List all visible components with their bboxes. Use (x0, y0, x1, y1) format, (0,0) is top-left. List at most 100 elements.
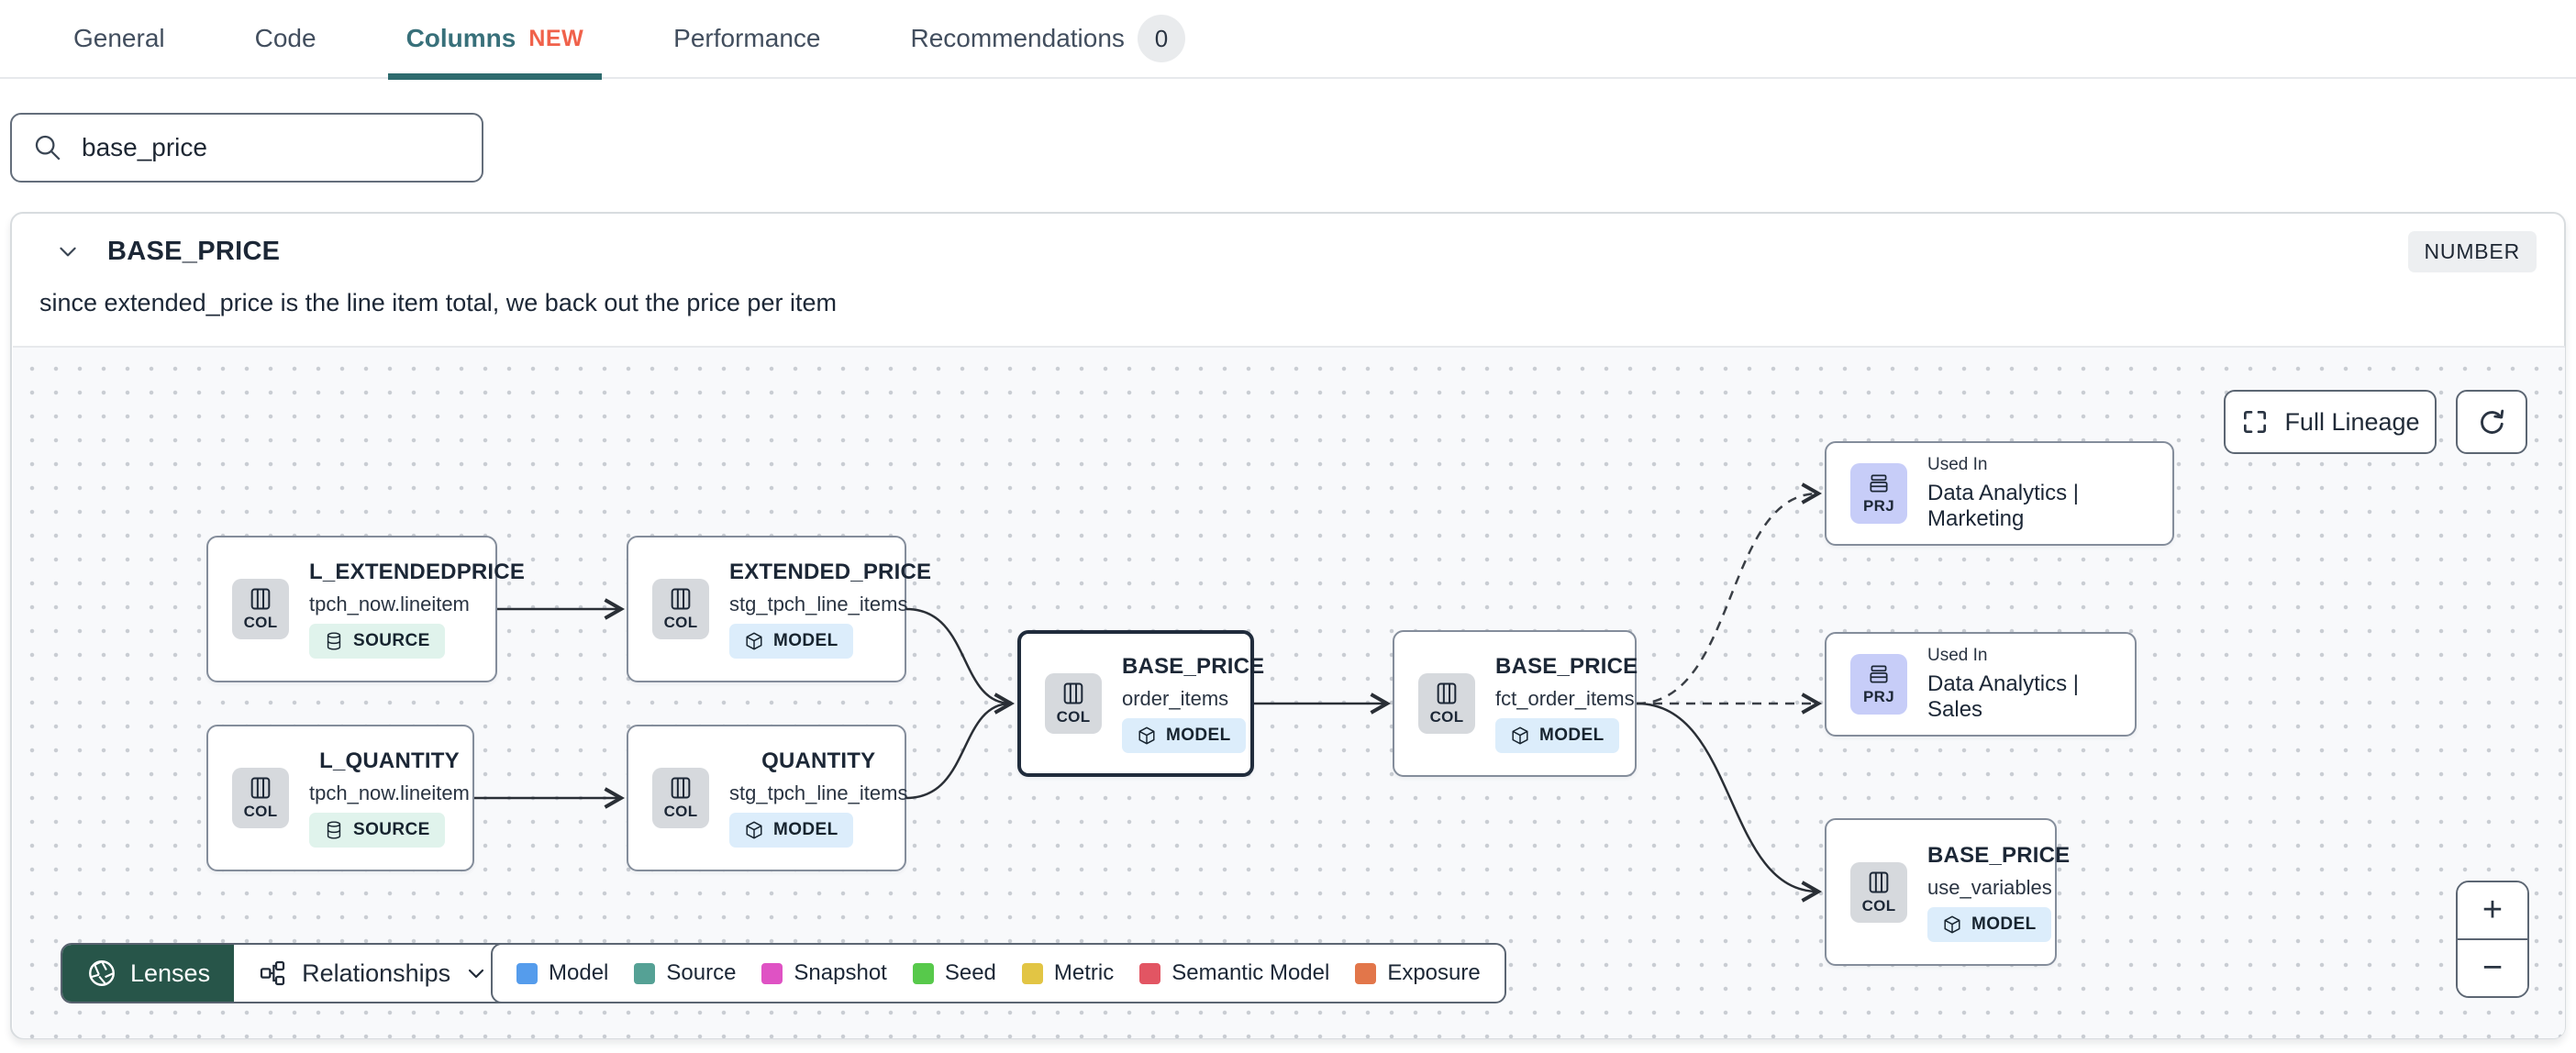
legend-label: Metric (1053, 960, 1115, 985)
node-title: L_QUANTITY (319, 748, 460, 773)
legend-item-seed: Seed (912, 960, 996, 986)
snapshot-swatch (761, 962, 783, 984)
legend-item-exposure: Exposure (1355, 960, 1481, 986)
column-chip: COL (1045, 673, 1102, 734)
exposure-swatch (1355, 962, 1377, 984)
badge-label: SOURCE (353, 631, 430, 650)
legend-item-source: Source (634, 960, 736, 986)
lineage-edges (474, 482, 1823, 903)
archive-icon (1870, 474, 1888, 493)
zoom-in-button[interactable]: + (2458, 882, 2527, 940)
node-subtitle: order_items (1122, 687, 1229, 710)
refresh-button[interactable] (2456, 390, 2527, 454)
relationships-label: Relationships (302, 959, 451, 987)
cube-icon (1138, 726, 1155, 745)
node-type-legend: Model Source Snapshot Seed Metric Semant… (491, 943, 1506, 1003)
column-type-badge: NUMBER (2407, 230, 2537, 272)
lineage-node-exposure-marketing[interactable]: PRJ Used In Data Analytics | Marketing (1825, 441, 2174, 546)
full-lineage-label: Full Lineage (2284, 407, 2420, 436)
chip-label: PRJ (1863, 497, 1894, 515)
tab-label: Code (254, 24, 316, 52)
node-subtitle: stg_tpch_line_items (729, 781, 908, 804)
lineage-node-quantity[interactable]: COL QUANTITY stg_tpch_line_items MODEL (627, 725, 908, 871)
node-subtitle: fct_order_items (1495, 687, 1635, 710)
tab-performance[interactable]: Performance (668, 0, 826, 78)
node-subtitle: tpch_now.lineitem (309, 781, 470, 804)
search-input[interactable] (82, 133, 461, 162)
model-badge: MODEL (1122, 718, 1246, 753)
model-badge: MODEL (729, 813, 853, 848)
lineage-node-base-price-order-items[interactable]: COL BASE_PRICE order_items MODEL (1017, 630, 1264, 777)
tab-recommendations[interactable]: Recommendations 0 (905, 0, 1190, 78)
lineage-node-l-extendedprice[interactable]: COL L_EXTENDEDPRICE tpch_now.lineitem SO… (206, 536, 525, 682)
full-lineage-button[interactable]: Full Lineage (2224, 390, 2437, 454)
chip-label: COL (243, 614, 278, 631)
column-name: BASE_PRICE (107, 236, 281, 266)
lineage-node-l-quantity[interactable]: COL L_QUANTITY tpch_now.lineitem SOURCE (206, 725, 474, 871)
legend-label: Source (666, 960, 737, 985)
column-chip: COL (232, 768, 289, 828)
badge-label: MODEL (1971, 914, 2037, 934)
refresh-icon (2481, 409, 2504, 434)
tab-columns[interactable]: Columns NEW (387, 0, 602, 80)
relationships-dropdown[interactable]: Relationships (234, 945, 512, 1002)
lineage-node-base-price-use-variables[interactable]: COL BASE_PRICE use_variables MODEL (1825, 818, 2070, 966)
tab-label: Columns (405, 24, 516, 52)
column-header-row: BASE_PRICE NUMBER (12, 214, 2564, 289)
node-title: QUANTITY (761, 748, 876, 773)
lenses-button[interactable]: Lenses (62, 945, 235, 1002)
lineage-node-exposure-sales[interactable]: PRJ Used In Data Analytics | Sales (1825, 632, 2137, 737)
used-in-label: Used In (1927, 646, 1988, 665)
chip-label: COL (1861, 896, 1896, 914)
model-badge: MODEL (1927, 906, 2051, 942)
columns-icon (1437, 682, 1457, 704)
lineage-node-base-price-fct-order-items[interactable]: COL BASE_PRICE fct_order_items MODEL (1393, 630, 1638, 777)
tab-code[interactable]: Code (250, 0, 322, 78)
new-badge: NEW (528, 25, 584, 51)
column-detail-panel: BASE_PRICE NUMBER since extended_price i… (10, 212, 2566, 1039)
node-title: EXTENDED_PRICE (729, 560, 932, 584)
chip-label: COL (1056, 708, 1091, 726)
badge-label: MODEL (773, 820, 838, 839)
chip-label: PRJ (1863, 688, 1894, 705)
metric-swatch (1021, 962, 1043, 984)
tab-general[interactable]: General (68, 0, 171, 78)
chip-label: COL (663, 803, 698, 820)
columns-icon (671, 588, 691, 610)
node-title: BASE_PRICE (1495, 654, 1638, 679)
cube-icon (1512, 726, 1528, 745)
exposure-title: Data Analytics | Sales (1927, 671, 2079, 722)
legend-label: Model (549, 960, 609, 985)
legend-item-semantic-model: Semantic Model (1139, 960, 1329, 986)
chevron-down-icon[interactable] (56, 239, 80, 263)
columns-icon (671, 777, 691, 799)
model-swatch (516, 962, 538, 984)
zoom-out-button[interactable]: − (2458, 940, 2527, 996)
badge-label: MODEL (773, 631, 838, 650)
legend-item-model: Model (516, 960, 608, 986)
project-chip: PRJ (1850, 654, 1907, 715)
tab-label: Recommendations (910, 24, 1125, 52)
column-chip: COL (232, 579, 289, 639)
expand-icon (2244, 411, 2267, 433)
legend-label: Semantic Model (1171, 960, 1330, 985)
model-badge: MODEL (1495, 718, 1619, 753)
legend-item-snapshot: Snapshot (761, 960, 887, 986)
exposure-title: Data Analytics | Marketing (1927, 481, 2079, 531)
cube-icon (746, 821, 762, 839)
chip-label: COL (663, 614, 698, 631)
legend-item-metric: Metric (1021, 960, 1115, 986)
cube-icon (746, 632, 762, 650)
lineage-canvas[interactable]: COL L_EXTENDEDPRICE tpch_now.lineitem SO… (13, 346, 2565, 1038)
source-badge: SOURCE (309, 813, 445, 848)
cube-icon (1944, 915, 1960, 933)
badge-label: MODEL (1166, 726, 1231, 745)
lineage-node-extended-price[interactable]: COL EXTENDED_PRICE stg_tpch_line_items M… (627, 536, 931, 682)
node-subtitle: use_variables (1927, 875, 2052, 899)
column-search[interactable] (10, 113, 483, 183)
zoom-control: + − (2456, 881, 2529, 998)
seed-swatch (912, 962, 934, 984)
search-icon (35, 135, 61, 161)
badge-label: MODEL (1539, 726, 1604, 745)
column-chip: COL (1418, 673, 1475, 734)
